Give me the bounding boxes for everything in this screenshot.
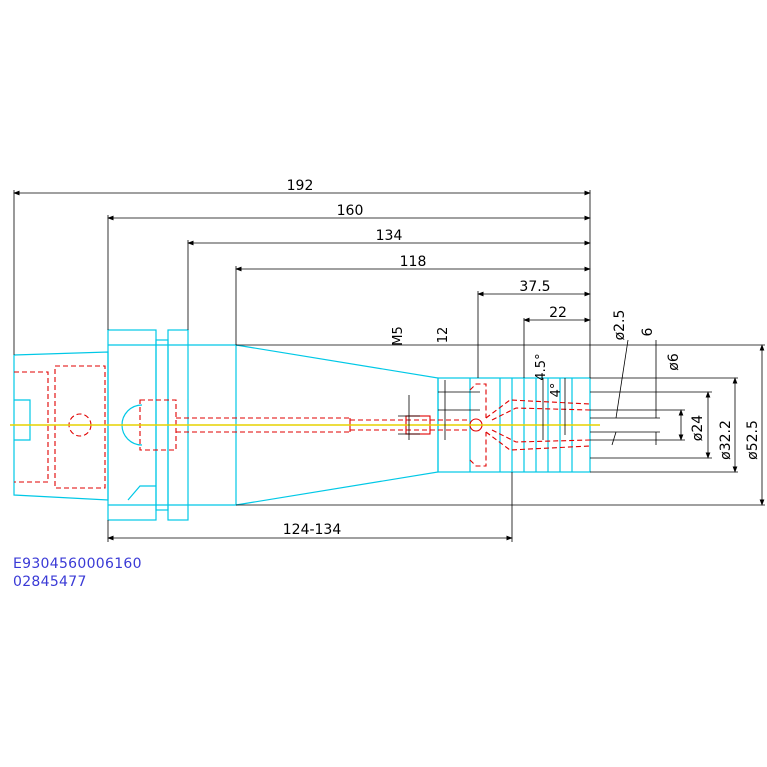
dim-124-134-label: 124-134 (283, 522, 342, 538)
horizontal-dimensions: 192 160 134 118 37.5 22 124-134 (13, 178, 591, 542)
dia-24-label: ø24 (690, 415, 706, 441)
detail-dimensions: M5 12 4.5° 4° (391, 326, 566, 440)
internal-features (14, 365, 591, 489)
dim-22-label: 22 (549, 305, 567, 321)
angle-4-5-label: 4.5° (534, 353, 549, 380)
dia-52-5-label: ø52.5 (745, 420, 761, 460)
dim-134-label: 134 (376, 228, 403, 244)
dia-6-label: ø6 (666, 353, 682, 371)
dim-160-label: 160 (337, 203, 364, 219)
diameter-dimensions: ø52.5 ø32.2 ø24 ø6 6 ø2.5 (236, 310, 765, 506)
order-code: 02845477 (13, 574, 87, 590)
thread-m5-label: M5 (391, 326, 406, 346)
dim-37-5-label: 37.5 (519, 279, 550, 295)
dia-32-2-label: ø32.2 (718, 420, 734, 460)
angle-4-label: 4° (549, 383, 564, 398)
dim-6-label: 6 (640, 327, 656, 336)
part-code: E9304560006160 (13, 556, 142, 572)
dia-2-5-label: ø2.5 (612, 310, 628, 341)
dim-192-label: 192 (287, 178, 314, 194)
dim-118-label: 118 (400, 254, 427, 270)
dim-12-label: 12 (436, 327, 451, 344)
